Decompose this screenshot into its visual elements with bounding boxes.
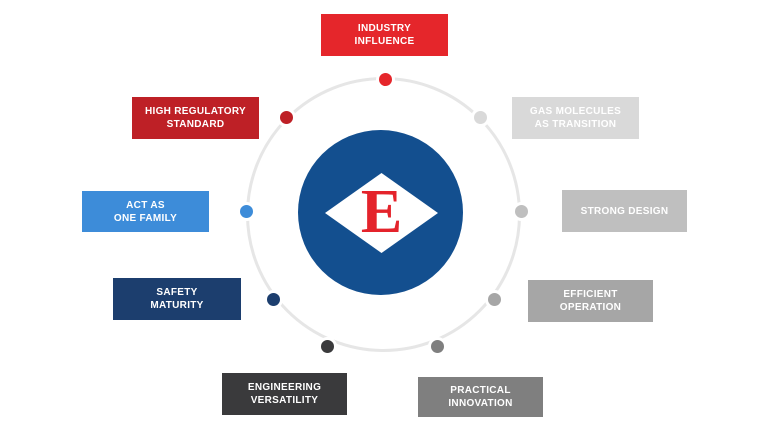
- spoke-box-engineering-versatility: ENGINEERING VERSATILITY: [222, 373, 347, 415]
- spoke-box-industry-influence: INDUSTRY INFLUENCE: [321, 14, 448, 56]
- spoke-dot-gas-molecules-as-transition: [470, 107, 490, 127]
- spoke-box-gas-molecules-as-transition: GAS MOLECULES AS TRANSITION: [512, 97, 639, 139]
- spoke-box-practical-innovation: PRACTICAL INNOVATION: [418, 377, 543, 417]
- spoke-dot-industry-influence: [375, 69, 395, 89]
- spoke-dot-act-as-one-family: [236, 201, 256, 221]
- spoke-box-efficient-operation: EFFICIENT OPERATION: [528, 280, 653, 322]
- spoke-box-safety-maturity: SAFETY MATURITY: [113, 278, 241, 320]
- center-logo-letter: E: [360, 178, 403, 246]
- spoke-dot-strong-design: [511, 201, 531, 221]
- spoke-dot-high-regulatory-standard: [276, 107, 296, 127]
- spoke-dot-practical-innovation: [427, 336, 447, 356]
- spoke-dot-safety-maturity: [263, 289, 283, 309]
- spoke-box-strong-design: STRONG DESIGN: [562, 190, 687, 232]
- spoke-box-act-as-one-family: ACT AS ONE FAMILY: [82, 191, 209, 232]
- spoke-dot-efficient-operation: [484, 289, 504, 309]
- spoke-box-high-regulatory-standard: HIGH REGULATORY STANDARD: [132, 97, 259, 139]
- spoke-dot-engineering-versatility: [317, 336, 337, 356]
